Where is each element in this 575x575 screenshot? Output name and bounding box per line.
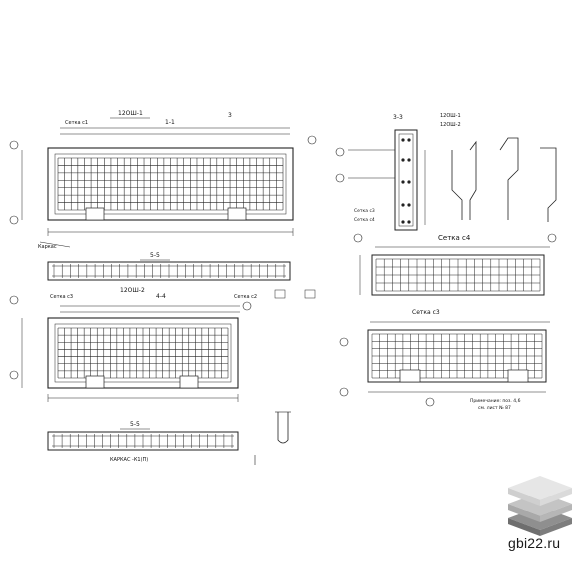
site-logo [508, 476, 572, 536]
beam-2-mesh-left: Сетка с3 [50, 294, 73, 300]
beam-1-section-top: 1-1 [165, 119, 175, 126]
beam-1-plan-section: 5-5 [47, 252, 291, 281]
section-rebar-dot [401, 180, 405, 184]
notes-line-1: Примечание: поз. 4,6 [470, 398, 521, 404]
section-3-3-mesh-b: Сетка с4 [354, 217, 375, 223]
section-rebar-dot [401, 203, 405, 207]
section-rebar-dot [407, 138, 411, 142]
mesh-c3-title: Сетка с3 [412, 309, 440, 316]
beam-1-frame-label: Каркас [38, 244, 57, 250]
section-rebar-dot [401, 220, 405, 224]
beam-1-mesh-label: Сетка с1 [65, 120, 88, 126]
beam-2-code: 12ОШ-2 [120, 287, 145, 294]
section-rebar-dot [401, 158, 405, 162]
section-3-3-code-a: 12ОШ-1 [440, 113, 461, 119]
section-3-3-mesh-a: Сетка с3 [354, 208, 375, 214]
logo-slab-top [508, 476, 572, 506]
beam-2-plan-section: 5-5 КАРКАС -К1(П) [47, 411, 291, 465]
beam-1-elevation: 12ОШ-1 Сетка с1 1-1 3 Каркас [9, 110, 317, 250]
section-rebar-dot [407, 220, 411, 224]
mesh-c3-drawing: Сетка с3 Примечание: поз. 4,6 см. лист №… [339, 309, 550, 411]
beam-2-frame-label: КАРКАС -К1(П) [110, 457, 148, 463]
site-watermark: gbi22.ru [508, 535, 561, 551]
section-3-3-detail: 3-3 12ОШ-1 12ОШ-2 Сетка с3 Сетка с4 [335, 113, 557, 231]
beam-2-section-top: 4-4 [156, 293, 166, 300]
beam-2-plan-section-title: 5-5 [130, 421, 140, 428]
beam-1-section-mark: 3 [228, 112, 232, 119]
notes-line-2: см. лист № 87 [478, 405, 511, 411]
mesh-c4-title: Сетка с4 [438, 234, 471, 242]
beam-1-plan-section-title: 5-5 [150, 252, 160, 259]
section-rebar-dot [407, 180, 411, 184]
beam-2-elevation: 12ОШ-2 4-4 Сетка с3 Сетка с2 [9, 287, 316, 402]
section-3-3-title: 3-3 [393, 114, 403, 121]
beam-2-mesh-right: Сетка с2 [234, 294, 257, 300]
mesh-c4-drawing: Сетка с4 [353, 233, 557, 296]
section-rebar-dot [401, 138, 405, 142]
section-rebar-dot [407, 158, 411, 162]
section-3-3-code-b: 12ОШ-2 [440, 122, 461, 128]
section-rebar-dot [407, 203, 411, 207]
beam-1-code: 12ОШ-1 [118, 110, 143, 117]
